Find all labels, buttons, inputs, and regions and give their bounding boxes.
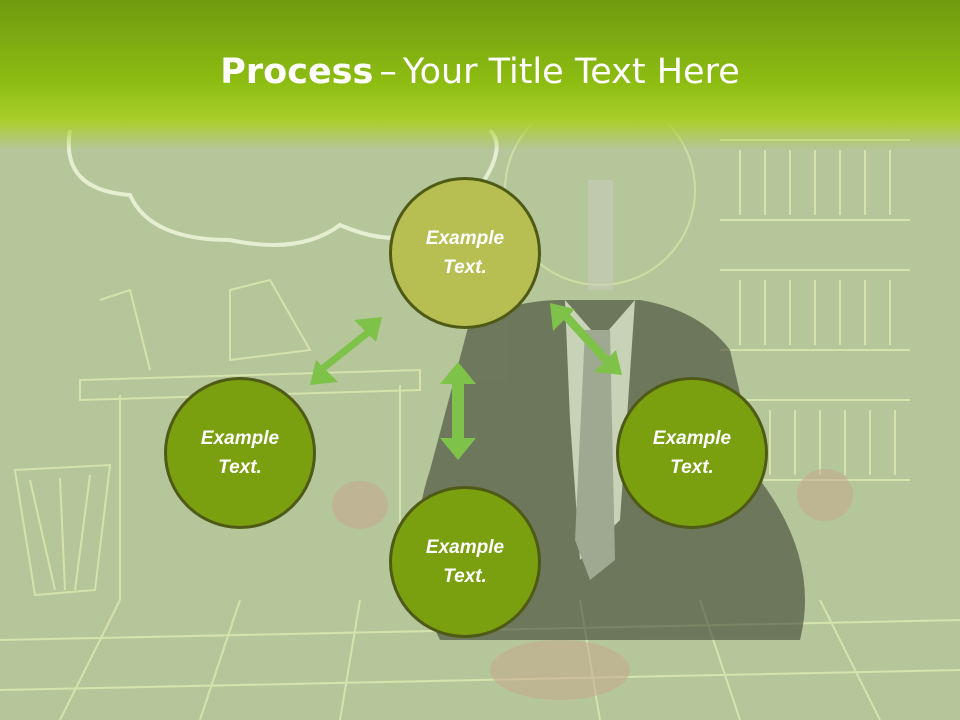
step-text-line2: Text.	[443, 257, 487, 278]
step-text-line1: Example	[425, 228, 505, 249]
step-text-line1: Example	[425, 537, 505, 558]
step-text-line2: Text.	[443, 566, 487, 587]
title-bold: Process	[220, 52, 374, 92]
title-rest: Your Title Text Here	[402, 52, 740, 92]
step-text-line1: Example	[652, 428, 732, 449]
step-text-line2: Text.	[670, 457, 714, 478]
title-bar	[0, 0, 960, 150]
title-separator: –	[379, 52, 397, 92]
page-title: Process–Your Title Text Here	[0, 52, 960, 92]
step-text-line1: Example	[200, 428, 280, 449]
step-text-line2: Text.	[218, 457, 262, 478]
